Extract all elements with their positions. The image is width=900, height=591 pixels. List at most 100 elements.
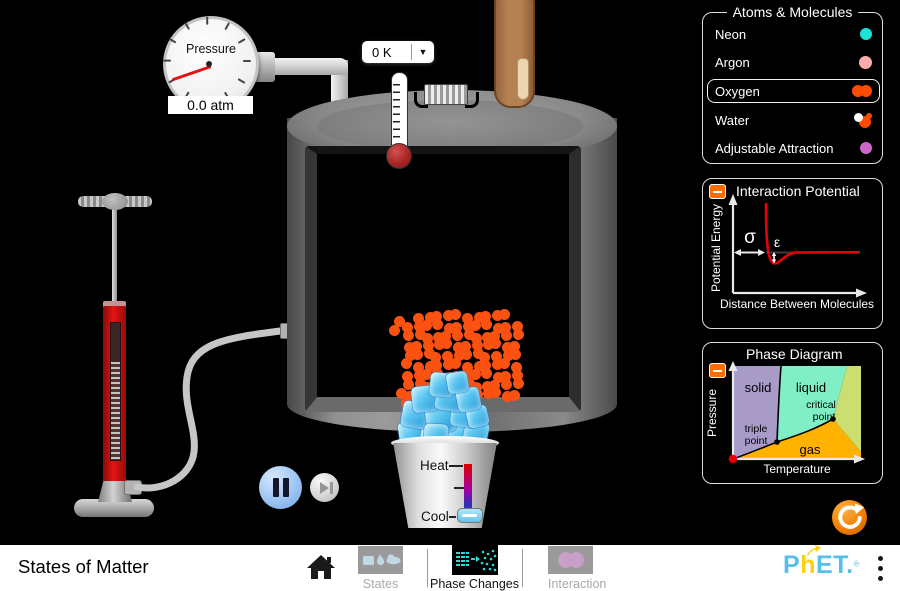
oxygen-particle xyxy=(450,309,461,320)
oxygen-particle xyxy=(441,338,453,350)
oxygen-particle xyxy=(434,339,446,351)
tab-phase-changes-label[interactable]: Phase Changes xyxy=(430,577,519,591)
oxygen-particle xyxy=(424,312,436,323)
oxygen-particle xyxy=(463,377,475,389)
pump-gauge-stripes xyxy=(110,362,121,461)
oxygen-particle xyxy=(459,341,471,353)
temperature-combobox[interactable]: 0 K ▼ xyxy=(362,41,434,63)
gauge-tick xyxy=(163,60,171,62)
chevron-down-icon[interactable]: ▼ xyxy=(418,47,428,57)
slider-handle-line-icon xyxy=(462,514,477,517)
menu-kebab-icon[interactable] xyxy=(878,556,883,561)
atom-label: Adjustable Attraction xyxy=(715,140,834,156)
oxygen-particle xyxy=(479,352,491,364)
oxygen-particle xyxy=(482,380,494,392)
gauge-tick xyxy=(206,16,208,25)
collapse-interaction-button[interactable] xyxy=(709,184,726,199)
oxygen-particle xyxy=(430,352,442,364)
oxygen-particle xyxy=(443,359,455,370)
menu-kebab-icon[interactable] xyxy=(878,566,883,571)
states-tab-icon xyxy=(363,554,401,566)
oxygen-particle xyxy=(462,369,474,381)
thermometer-bulb xyxy=(386,143,412,169)
oxygen-particle xyxy=(480,360,492,371)
phet-logo-button[interactable]: PhET.® xyxy=(783,545,860,580)
lid-handle-bracket-right-icon xyxy=(465,92,479,108)
adjustable-attraction-icon xyxy=(860,142,872,154)
pressure-gauge-label: Pressure xyxy=(185,42,237,56)
step-forward-icon xyxy=(320,482,329,494)
atom-option-argon[interactable]: Argon xyxy=(707,50,880,74)
pump-cap xyxy=(103,301,126,308)
oxygen-particle xyxy=(461,362,473,373)
sim-title: States of Matter xyxy=(18,556,149,577)
oxygen-particle xyxy=(472,348,484,360)
oxygen-particle xyxy=(394,316,405,327)
atom-option-adjustable-attraction[interactable]: Adjustable Attraction xyxy=(707,136,880,160)
oxygen-particle xyxy=(461,313,473,324)
collapse-phase-diagram-button[interactable] xyxy=(709,363,726,378)
heat-label: Heat xyxy=(420,458,449,473)
tab-states[interactable] xyxy=(358,546,403,574)
reset-icon xyxy=(838,503,865,529)
atoms-panel-title: Atoms & Molecules xyxy=(726,4,859,20)
lid-handle-icon[interactable] xyxy=(424,84,468,105)
oxygen-particle xyxy=(512,377,524,389)
oxygen-particle xyxy=(412,313,424,324)
argon-atom-icon xyxy=(859,55,872,69)
oxygen-particle xyxy=(396,388,407,399)
oxygen-particle xyxy=(500,370,511,382)
oxygen-particle xyxy=(403,329,414,341)
fingernail-icon xyxy=(517,58,529,100)
oxygen-particle xyxy=(512,328,524,340)
oxygen-particle xyxy=(432,318,444,330)
heat-cool-slider-track[interactable] xyxy=(464,464,472,510)
oxygen-particle xyxy=(462,320,474,332)
oxygen-particle xyxy=(423,348,435,360)
tab-interaction[interactable] xyxy=(548,546,593,574)
oxygen-particle xyxy=(411,349,423,361)
pause-button[interactable] xyxy=(259,466,302,509)
oxygen-particle xyxy=(410,341,422,353)
oxygen-particle xyxy=(473,312,485,323)
interaction-tab-icon xyxy=(558,552,584,568)
atom-option-oxygen[interactable]: Oxygen xyxy=(707,79,880,103)
oxygen-particle xyxy=(444,322,456,334)
cool-label: Cool xyxy=(421,509,449,524)
atom-option-water[interactable]: Water xyxy=(707,108,880,132)
oxygen-particle xyxy=(493,371,505,383)
pressure-needle-pivot xyxy=(206,61,212,67)
oxygen-particle xyxy=(452,329,463,341)
oxygen-particle xyxy=(451,321,462,333)
atom-option-neon[interactable]: Neon xyxy=(707,22,880,46)
reset-all-button[interactable] xyxy=(832,500,867,535)
oxygen-particle xyxy=(420,319,432,331)
oxygen-particle xyxy=(431,360,443,371)
oxygen-particle xyxy=(511,369,523,381)
oxygen-particle xyxy=(443,310,455,321)
oxygen-particle xyxy=(481,318,493,330)
oxygen-particle xyxy=(501,329,512,341)
pump-handle-hub[interactable] xyxy=(102,193,128,210)
tab-phase-changes[interactable] xyxy=(452,545,498,575)
phase-diagram-panel xyxy=(702,342,883,484)
tab-interaction-label[interactable]: Interaction xyxy=(548,577,607,591)
chamber-lid[interactable] xyxy=(317,100,583,152)
tab-states-label[interactable]: States xyxy=(362,577,399,591)
oxygen-particle xyxy=(470,332,482,344)
menu-kebab-icon[interactable] xyxy=(878,576,883,581)
oxygen-particle xyxy=(509,349,521,361)
phet-logo-et: ET xyxy=(815,551,847,579)
oxygen-particle xyxy=(463,328,475,340)
home-button[interactable] xyxy=(306,553,336,581)
lid-handle-bracket-left-icon xyxy=(414,92,428,108)
pump-shaft xyxy=(112,205,117,307)
oxygen-particle xyxy=(403,378,414,390)
oxygen-particle xyxy=(421,332,433,344)
heat-tick xyxy=(449,465,463,467)
oxygen-particle xyxy=(471,340,483,352)
oxygen-particle xyxy=(404,391,415,403)
oxygen-particle xyxy=(502,342,513,354)
oxygen-particle xyxy=(490,338,502,350)
